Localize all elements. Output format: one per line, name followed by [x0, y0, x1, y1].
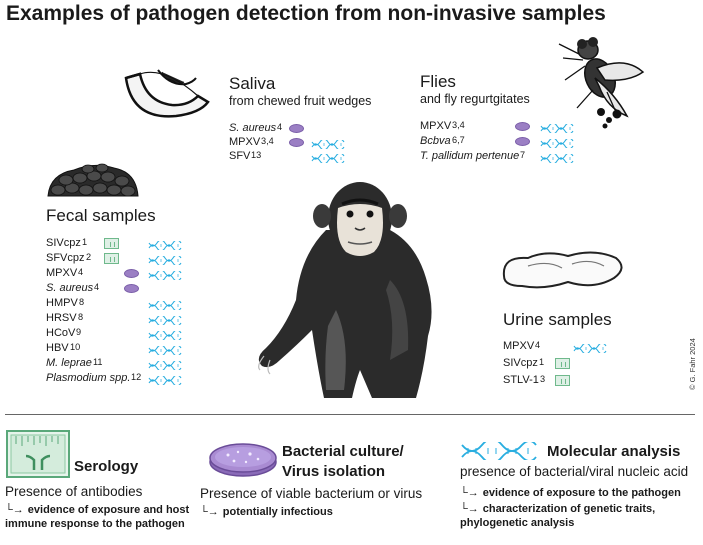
- reference-number: 3,4: [452, 120, 465, 130]
- culture-icon: [289, 124, 304, 133]
- molecular-legend-title: Molecular analysis: [547, 443, 681, 460]
- pathogen-name: SIVcpz: [46, 237, 81, 249]
- serology-well-icon: [6, 430, 70, 478]
- flies-title: Flies: [420, 72, 456, 91]
- reference-number: 6,7: [452, 135, 465, 145]
- culture-legend-bullet: └→potentially infectious: [200, 506, 333, 518]
- pathogen-name: MPXV: [420, 120, 452, 132]
- reference-number: 13: [251, 150, 262, 160]
- reference-number: 4: [78, 267, 84, 277]
- molecular-icon: [148, 254, 182, 271]
- molecular-icon: [540, 122, 574, 139]
- culture-icon: [124, 269, 139, 278]
- reference-number: 4: [535, 340, 541, 350]
- molecular-legend-bullet-2: └→characterization of genetic traits, ph…: [460, 503, 656, 529]
- molecular-icon: [148, 329, 182, 346]
- molecular-icon: [311, 138, 345, 155]
- reference-number: 4: [94, 282, 100, 292]
- pathogen-name: MPXV: [229, 136, 261, 148]
- pathogen-name: M. leprae: [46, 357, 92, 369]
- reference-number: 1: [82, 237, 88, 247]
- reference-number: 8: [79, 297, 85, 307]
- molecular-icon: [540, 137, 574, 154]
- pathogen-name: HBV: [46, 342, 69, 354]
- molecular-icon: [148, 299, 182, 316]
- molecular-icon: [540, 152, 574, 169]
- molecular-icon: [148, 374, 182, 391]
- arrow-icon: └→: [460, 503, 479, 515]
- culture-icon: [124, 284, 139, 293]
- pathogen-name: T. pallidum pertenue: [420, 150, 520, 162]
- serology-icon: [555, 358, 570, 369]
- molecular-icon: [148, 314, 182, 331]
- petri-dish-icon: [209, 443, 277, 477]
- molecular-icon: [311, 152, 345, 169]
- pathogen-name: MPXV: [46, 267, 78, 279]
- reference-number: 10: [70, 342, 81, 352]
- fruit-wedge-icon: [124, 69, 210, 118]
- molecular-icon: [573, 342, 607, 359]
- molecular-icon: [148, 359, 182, 376]
- credit-text: © G. Fahr 2024: [688, 338, 697, 390]
- reference-number: 7: [520, 150, 526, 160]
- arrow-icon: └→: [5, 504, 24, 516]
- culture-legend-title-line2: Virus isolation: [282, 463, 386, 480]
- reference-number: 8: [78, 312, 84, 322]
- serology-legend-subtitle: Presence of antibodies: [5, 484, 143, 499]
- divider: [5, 414, 695, 415]
- molecular-icon: [148, 344, 182, 361]
- pathogen-name: HMPV: [46, 297, 78, 309]
- culture-legend-subtitle: Presence of viable bacterium or virus: [200, 486, 423, 501]
- saliva-title: Saliva: [229, 74, 276, 93]
- reference-number: 11: [93, 357, 103, 367]
- pathogen-name: Plasmodium spp.: [46, 372, 131, 384]
- culture-icon: [515, 122, 530, 131]
- serology-icon: [104, 253, 119, 264]
- fecal-title: Fecal samples: [46, 206, 156, 225]
- pathogen-name: S. aureus: [229, 122, 277, 134]
- saliva-subtitle: from chewed fruit wedges: [229, 94, 372, 108]
- urine-title: Urine samples: [503, 310, 612, 329]
- reference-number: 3: [540, 374, 546, 384]
- reference-number: 2: [86, 252, 92, 262]
- culture-icon: [515, 137, 530, 146]
- reference-number: 1: [539, 357, 545, 367]
- pathogen-name: STLV-1: [503, 374, 539, 386]
- feces-icon: [47, 163, 139, 197]
- pathogen-name: S. aureus: [46, 282, 94, 294]
- flies-subtitle: and fly regurtgitates: [420, 92, 530, 106]
- pathogen-name: MPXV: [503, 340, 535, 352]
- reference-number: 3,4: [261, 136, 274, 146]
- pathogen-name: SIVcpz: [503, 357, 538, 369]
- dna-helix-icon: [461, 442, 537, 460]
- serology-legend-title: Serology: [74, 458, 139, 475]
- serology-legend-bullet: └→evidence of exposure and host immune r…: [5, 504, 190, 530]
- molecular-legend-bullet-1: └→evidence of exposure to the pathogen: [460, 487, 681, 499]
- fly-icon: [558, 37, 645, 129]
- reference-number: 12: [131, 372, 142, 382]
- molecular-legend-subtitle: presence of bacterial/viral nucleic acid: [460, 464, 689, 479]
- culture-icon: [289, 138, 304, 147]
- chimpanzee-illustration: [258, 182, 432, 398]
- pathogen-name: Bcbva: [420, 135, 451, 147]
- reference-number: 9: [76, 327, 82, 337]
- page-title: Examples of pathogen detection from non-…: [6, 2, 606, 25]
- culture-legend-title-line1: Bacterial culture/: [282, 443, 404, 460]
- urine-puddle-icon: [502, 251, 623, 289]
- pathogen-name: SFVcpz: [46, 252, 85, 264]
- serology-icon: [555, 375, 570, 386]
- molecular-icon: [148, 269, 182, 286]
- reference-number: 4: [277, 122, 283, 132]
- pathogen-name: HRSV: [46, 312, 77, 324]
- molecular-icon: [148, 239, 182, 256]
- pathogen-name: SFV: [229, 150, 251, 162]
- serology-icon: [104, 238, 119, 249]
- arrow-icon: └→: [460, 487, 479, 499]
- arrow-icon: └→: [200, 506, 219, 518]
- pathogen-name: HCoV: [46, 327, 76, 339]
